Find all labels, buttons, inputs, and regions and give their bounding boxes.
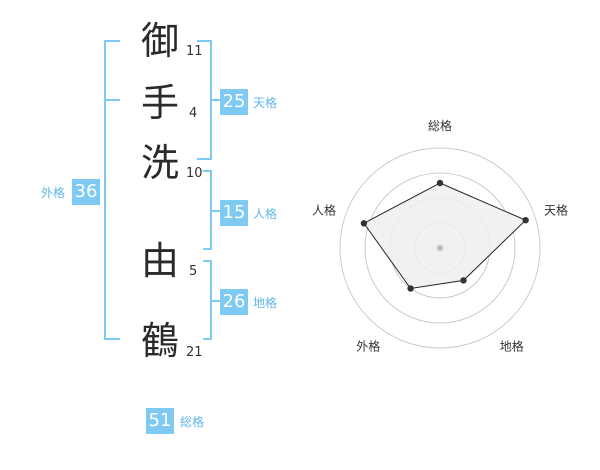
stroke-count-2: 4: [189, 106, 198, 121]
soukaku-label: 総格: [180, 415, 205, 429]
radar-ring-1: [339, 147, 541, 349]
radar-axis-label-4: 外格: [356, 339, 380, 354]
tenkaku-bracket-tick: [210, 99, 220, 101]
stroke-count-5: 21: [186, 345, 203, 360]
stroke-count-4: 5: [189, 264, 198, 279]
jinkaku-label: 人格: [253, 207, 278, 221]
name-char-4: 由: [140, 239, 179, 283]
stroke-count-1: 11: [186, 44, 203, 59]
chikaku-bracket-tick: [210, 300, 220, 302]
jinkaku-bracket-tick: [210, 210, 220, 212]
gaikaku-bracket-tick: [104, 99, 120, 101]
radar-axis-label-2: 天格: [544, 202, 568, 217]
name-char-5: 鶴: [140, 319, 179, 363]
radar-point-2: [522, 217, 529, 224]
radar-axis-label-1: 総格: [428, 118, 452, 133]
tenkaku-badge: 25: [220, 89, 248, 115]
name-char-1: 御: [140, 19, 179, 63]
radar-data-polygon: [363, 182, 527, 290]
name-char-2: 手: [140, 81, 179, 125]
radar-center-dot: [437, 245, 443, 251]
stroke-count-3: 10: [186, 166, 203, 181]
radar-point-3: [460, 277, 467, 284]
radar-point-1: [436, 179, 444, 187]
radar-point-4: [407, 285, 414, 292]
chikaku-badge: 26: [220, 289, 248, 315]
gaikaku-bracket: [104, 40, 120, 340]
name-char-3: 洗: [140, 141, 179, 185]
tenkaku-label: 天格: [253, 96, 278, 110]
chikaku-label: 地格: [253, 296, 278, 310]
jinkaku-badge: 15: [220, 200, 248, 226]
radar-point-5: [360, 220, 368, 227]
radar-axis-label-3: 地格: [500, 339, 524, 354]
gaikaku-badge: 36: [72, 179, 100, 205]
soukaku-badge: 51: [146, 408, 174, 434]
radar-ring-2: [364, 172, 516, 324]
radar-axis-label-5: 人格: [312, 202, 336, 217]
gaikaku-label: 外格: [41, 186, 66, 200]
